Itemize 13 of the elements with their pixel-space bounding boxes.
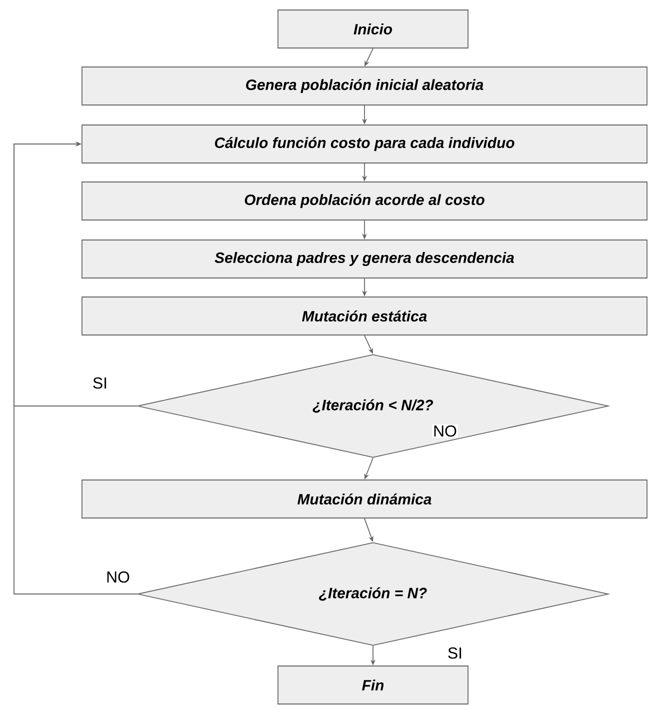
terminal-box: Inicio [278,10,468,48]
process-box: Genera población inicial aleatoria [82,66,648,106]
process-box: Ordena población acorde al costo [82,182,648,220]
arrow [14,141,138,594]
edge-label: SI [91,376,109,390]
process-box: Cálculo función costo para cada individuo [82,124,648,164]
edge-label: NO [432,424,458,438]
process-box: Mutación estática [82,296,648,336]
edge-label: NO [105,570,131,584]
process-box: Mutación dinámica [82,480,648,518]
edge-label: SI [446,646,464,660]
process-box: Selecciona padres y genera descendencia [82,240,648,278]
terminal-box: Fin [278,666,468,704]
